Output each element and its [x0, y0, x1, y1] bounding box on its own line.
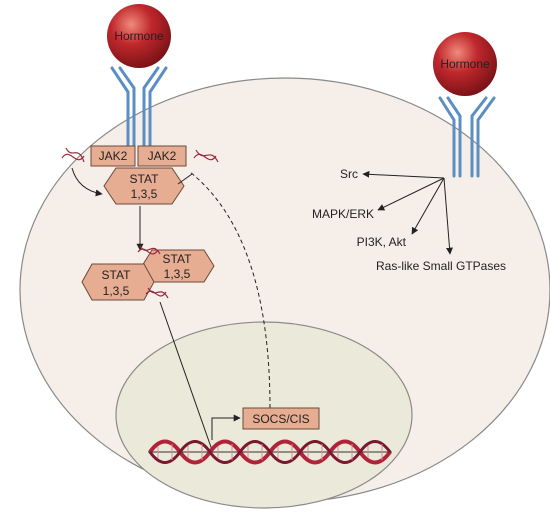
target-src: Src [340, 167, 358, 181]
stat-dimer-a-line1: STAT [102, 268, 132, 282]
gene-socs-cis-label: SOCS/CIS [252, 412, 309, 426]
receptor-left [110, 66, 168, 148]
arrow-promoter-to-gene [211, 414, 241, 440]
line-jak-to-stat-right [177, 173, 193, 185]
phosphate-right [193, 149, 219, 163]
target-mapk-erk: MAPK/ERK [312, 207, 374, 221]
signaling-arrows [362, 170, 453, 255]
stat-dimer-b-line2: 1,3,5 [164, 267, 191, 281]
stat-dimer-a-line2: 1,3,5 [103, 284, 130, 298]
target-ras-gtpases: Ras-like Small GTPases [376, 259, 506, 273]
feedback-dashed-line [189, 171, 271, 409]
stat-dimer-b-line1: STAT [163, 252, 193, 266]
arrow-to-ras [443, 177, 453, 255]
jak2-right: JAK2 [137, 145, 187, 167]
arrow-to-mapk [377, 177, 445, 211]
jak2-left-label: JAK2 [99, 149, 128, 163]
jak2-right-label: JAK2 [148, 149, 177, 163]
line-dimer-to-dna [159, 301, 213, 451]
stat-dimer-b: STAT 1,3,5 [141, 249, 215, 283]
arrow-to-src [362, 170, 445, 179]
target-pi3k-akt: PI3K, Akt [357, 235, 407, 249]
stat-top-line1: STAT [130, 172, 160, 186]
stat-top-line2: 1,3,5 [131, 187, 158, 201]
hormone-left-label: Hormone [114, 29, 164, 43]
hormone-left: Hormone [107, 4, 171, 68]
arrow-to-pi3k [411, 177, 445, 235]
phosphate-left [61, 147, 85, 163]
phosphate-dimer-top [137, 245, 161, 255]
jak2-left: JAK2 [90, 145, 136, 167]
receptor-right [438, 96, 496, 178]
dna-helix [148, 439, 392, 465]
hormone-right-label: Hormone [440, 57, 490, 71]
arrow-jak-to-stat-left [71, 167, 103, 197]
phosphate-dimer-bottom [145, 287, 169, 299]
gene-socs-cis: SOCS/CIS [242, 407, 320, 430]
hormone-right: Hormone [433, 32, 497, 96]
stat-dimer-a: STAT 1,3,5 [81, 263, 155, 301]
stat-top: STAT 1,3,5 [103, 167, 185, 205]
